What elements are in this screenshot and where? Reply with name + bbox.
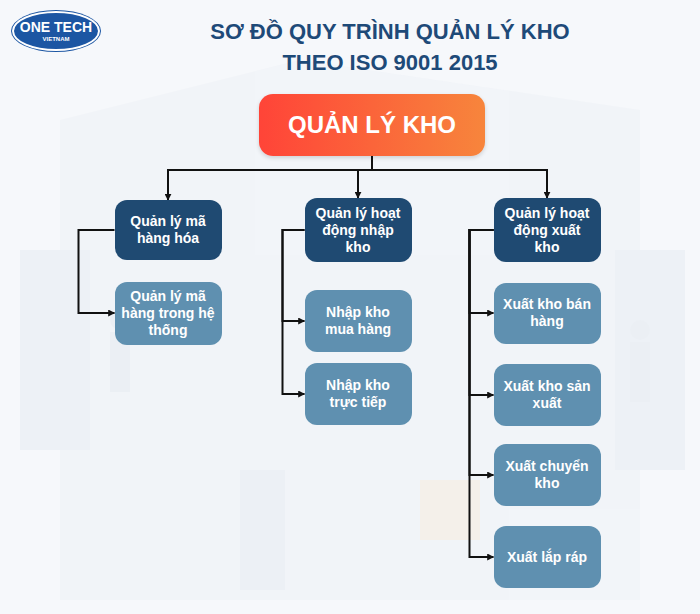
arrow-connector — [283, 230, 305, 321]
arrow-connector — [470, 230, 494, 313]
arrow-connector — [358, 156, 372, 198]
box-text: Nhập kho mua hàng — [311, 304, 406, 338]
box-text: QUẢN LÝ KHO — [288, 111, 456, 139]
task-box: Nhập kho trực tiếp — [305, 363, 412, 425]
diagram-title: SƠ ĐỒ QUY TRÌNH QUẢN LÝ KHO THEO ISO 900… — [190, 16, 590, 78]
arrow-connector — [470, 230, 494, 395]
task-box: Xuất chuyển kho — [494, 444, 601, 506]
box-text: Xuất lắp ráp — [507, 549, 587, 566]
task-box: Xuất lắp ráp — [494, 526, 601, 588]
arrow-connector — [470, 230, 494, 475]
box-text: Quản lý mã hàng hóa — [121, 213, 216, 247]
faded-warehouse — [20, 60, 685, 600]
box-text: Quản lý hoạt động nhập kho — [311, 205, 406, 256]
box-text: Quản lý mã hàng trong hệ thống — [121, 288, 216, 339]
task-box: Quản lý mã hàng trong hệ thống — [115, 282, 222, 345]
category-box: Quản lý mã hàng hóa — [115, 200, 222, 260]
category-box: Quản lý hoạt động nhập kho — [305, 198, 412, 262]
arrow-connector — [470, 230, 494, 557]
box-text: Xuất kho bán hàng — [500, 296, 595, 330]
box-text: Xuất kho sản xuất — [500, 378, 595, 412]
company-logo: ONE TECH VIETNAM — [12, 11, 100, 51]
task-box: Nhập kho mua hàng — [305, 290, 412, 352]
logo-subtext: VIETNAM — [43, 36, 70, 42]
arrow-connector — [79, 230, 115, 313]
logo-text: ONE TECH — [20, 20, 92, 34]
arrow-connector — [168, 156, 372, 200]
arrow-connector — [283, 230, 305, 394]
box-text: Quản lý hoạt động xuất kho — [500, 205, 595, 256]
task-box: Xuất kho sản xuất — [494, 364, 601, 426]
category-box: Quản lý hoạt động xuất kho — [494, 198, 601, 262]
box-text: Xuất chuyển kho — [500, 458, 595, 492]
root-box: QUẢN LÝ KHO — [259, 94, 485, 156]
box-text: Nhập kho trực tiếp — [311, 377, 406, 411]
arrow-connector — [372, 156, 547, 198]
task-box: Xuất kho bán hàng — [494, 283, 601, 344]
